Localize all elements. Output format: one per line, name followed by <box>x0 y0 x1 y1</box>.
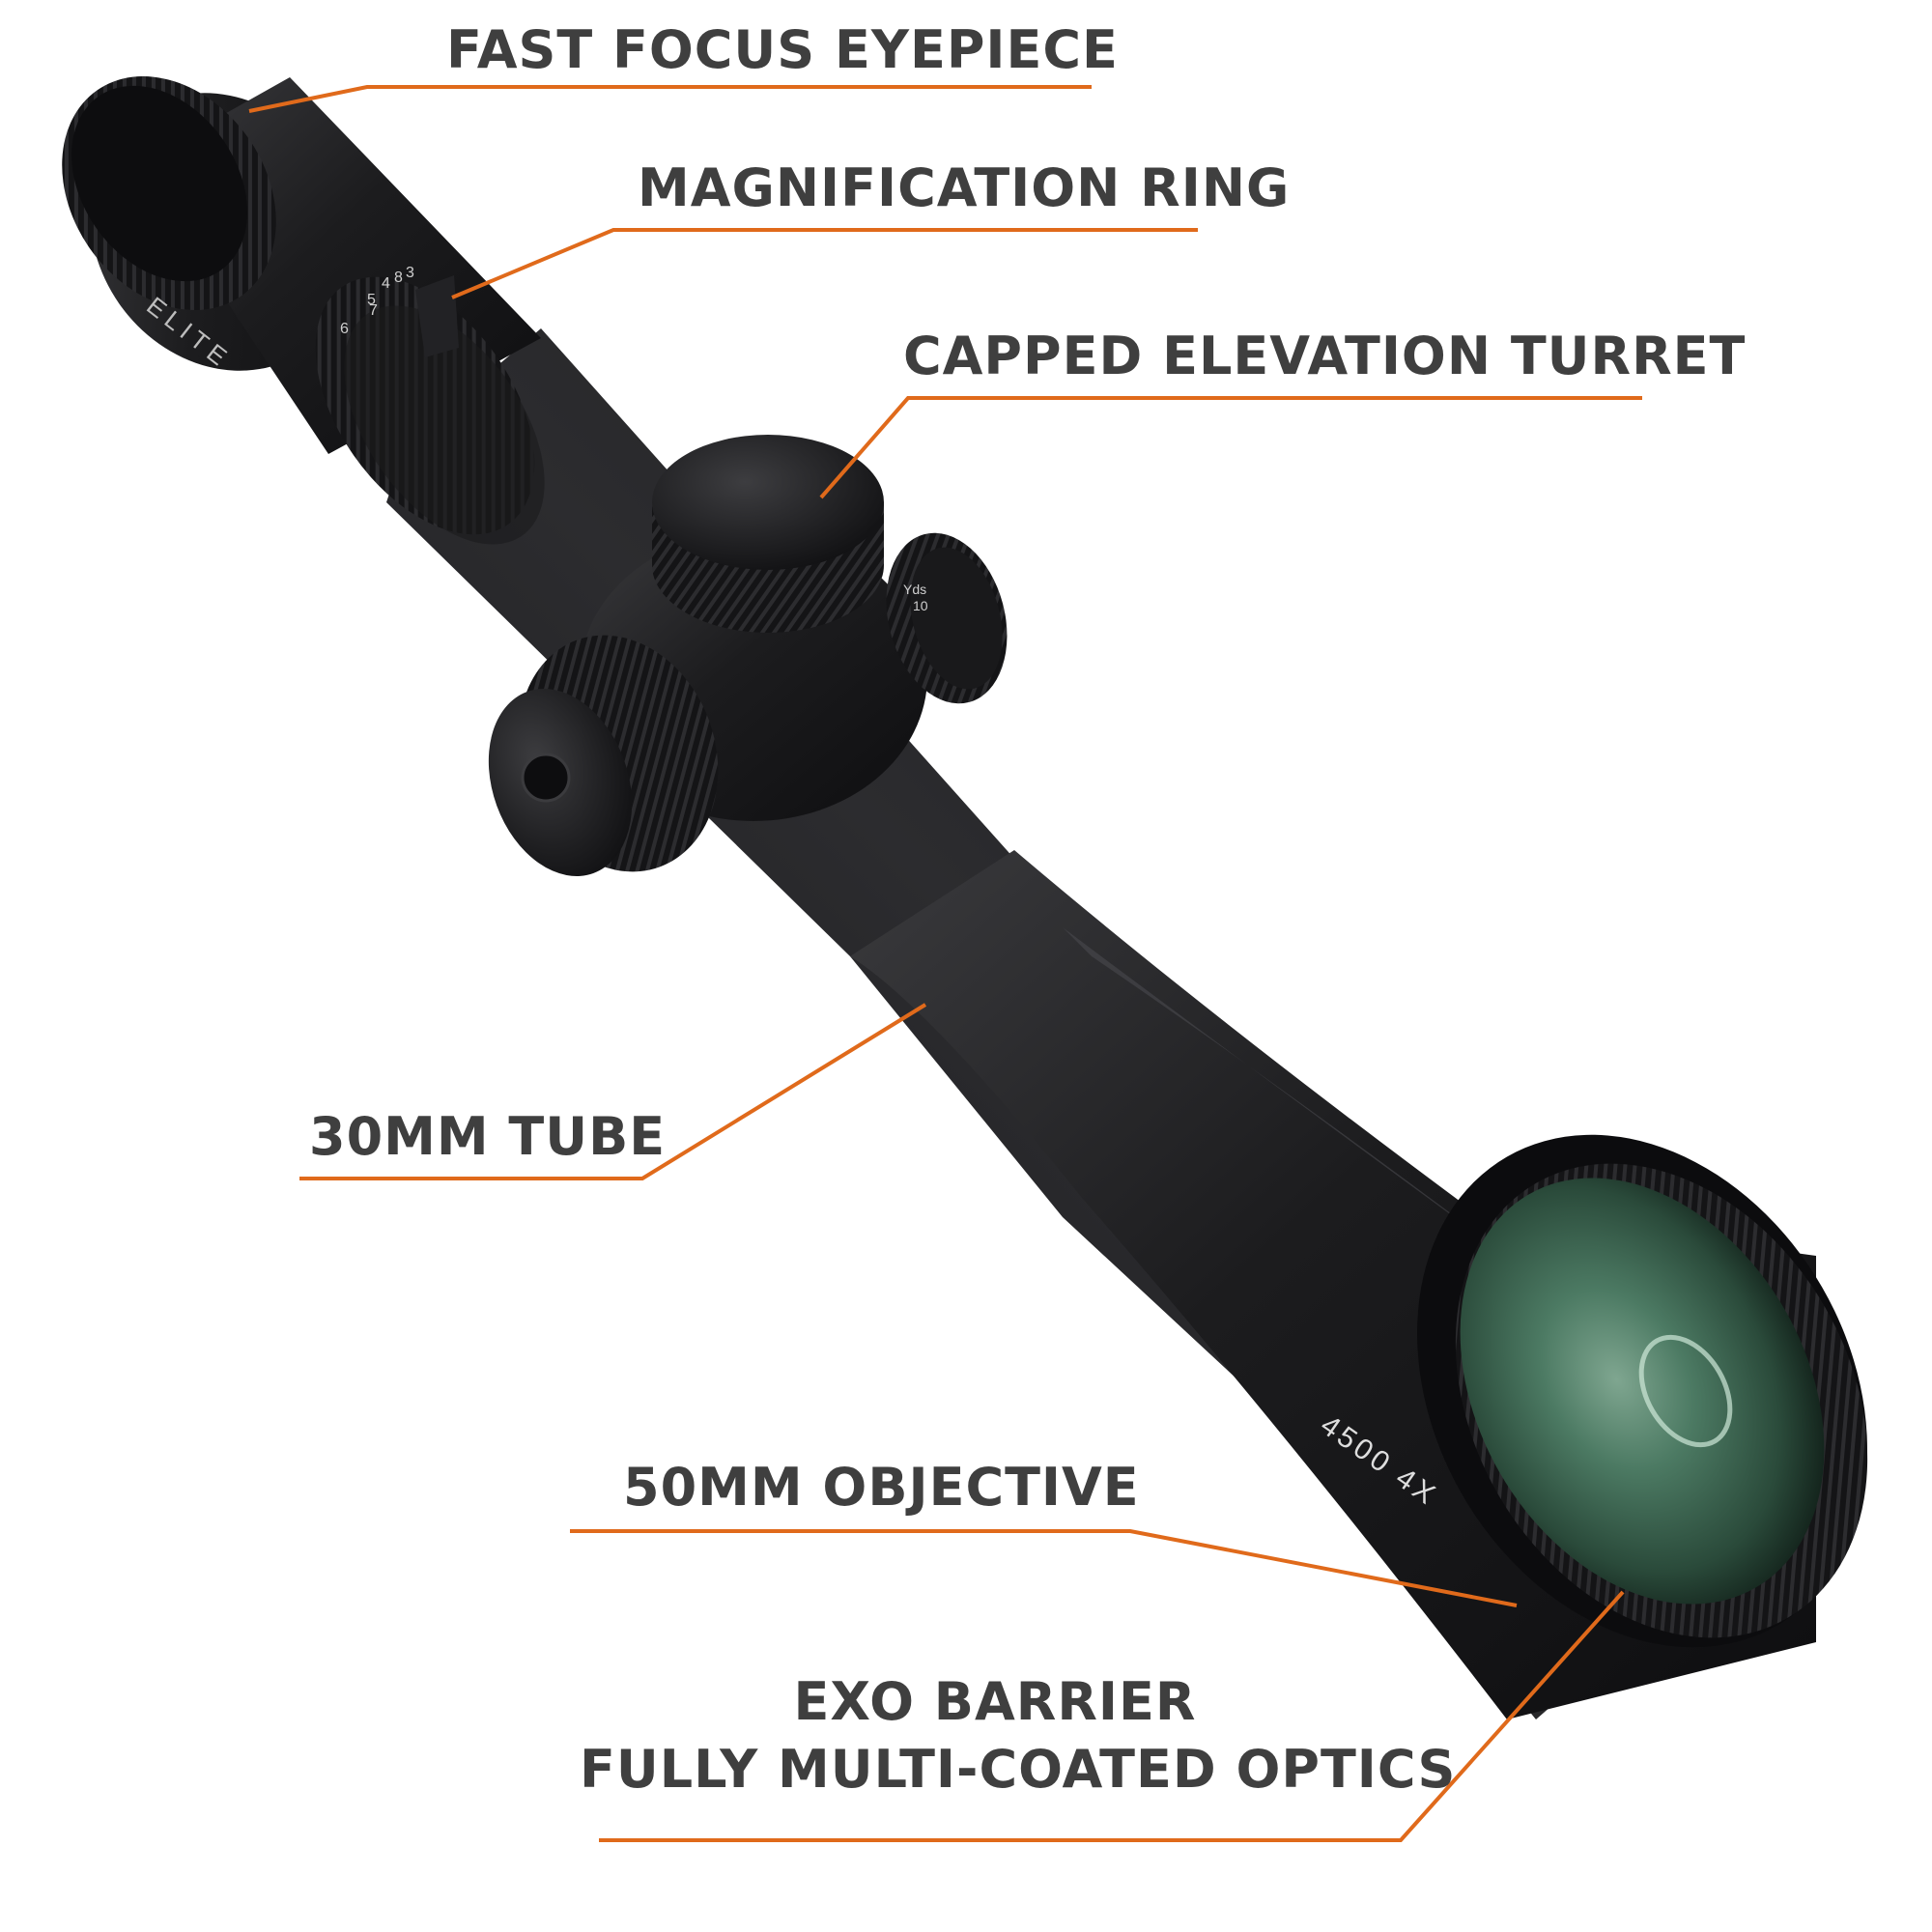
mag-number: 6 <box>340 321 349 337</box>
magnification-numbers: 3 4 5 6 7 8 <box>340 265 414 337</box>
turret-unit-marking: Yds <box>903 582 926 597</box>
elevation-turret[interactable] <box>652 435 884 633</box>
mag-number: 5 <box>367 292 376 308</box>
mag-number: 7 <box>369 302 378 319</box>
elevation-turret-cap[interactable] <box>652 435 884 570</box>
leader-line-tube <box>299 1003 927 1180</box>
leader-lines <box>248 85 1642 1842</box>
windage-turret[interactable]: Yds 10 <box>868 520 1025 718</box>
leader-line-turret <box>819 396 1642 499</box>
label-fully-multi-coated-optics: FULLY MULTI-COATED OPTICS <box>580 1739 1457 1800</box>
magnification-ring[interactable]: 3 4 5 6 7 8 <box>270 238 585 581</box>
leader-line-objective <box>570 1529 1518 1607</box>
mag-number: 4 <box>382 275 390 292</box>
label-50mm-objective: 50MM OBJECTIVE <box>623 1457 1140 1518</box>
leader-line-coating <box>599 1590 1625 1842</box>
mag-number: 8 <box>394 270 403 286</box>
label-capped-elevation-turret: CAPPED ELEVATION TURRET <box>903 326 1747 386</box>
side-turret[interactable] <box>464 607 751 899</box>
magnification-throw-lever[interactable] <box>415 275 459 357</box>
mag-number: 3 <box>406 265 414 281</box>
turret-value-marking: 10 <box>913 598 928 613</box>
label-fast-focus-eyepiece: FAST FOCUS EYEPIECE <box>446 19 1119 80</box>
label-30mm-tube: 30MM TUBE <box>309 1106 667 1167</box>
label-magnification-ring: MAGNIFICATION RING <box>638 157 1291 218</box>
leader-line-eyepiece <box>248 85 1092 113</box>
label-exo-barrier: EXO BARRIER <box>793 1671 1197 1732</box>
brand-logo-icon <box>521 753 571 803</box>
leader-line-magnification <box>451 228 1198 299</box>
objective-lens-assembly <box>1417 1134 1868 1648</box>
